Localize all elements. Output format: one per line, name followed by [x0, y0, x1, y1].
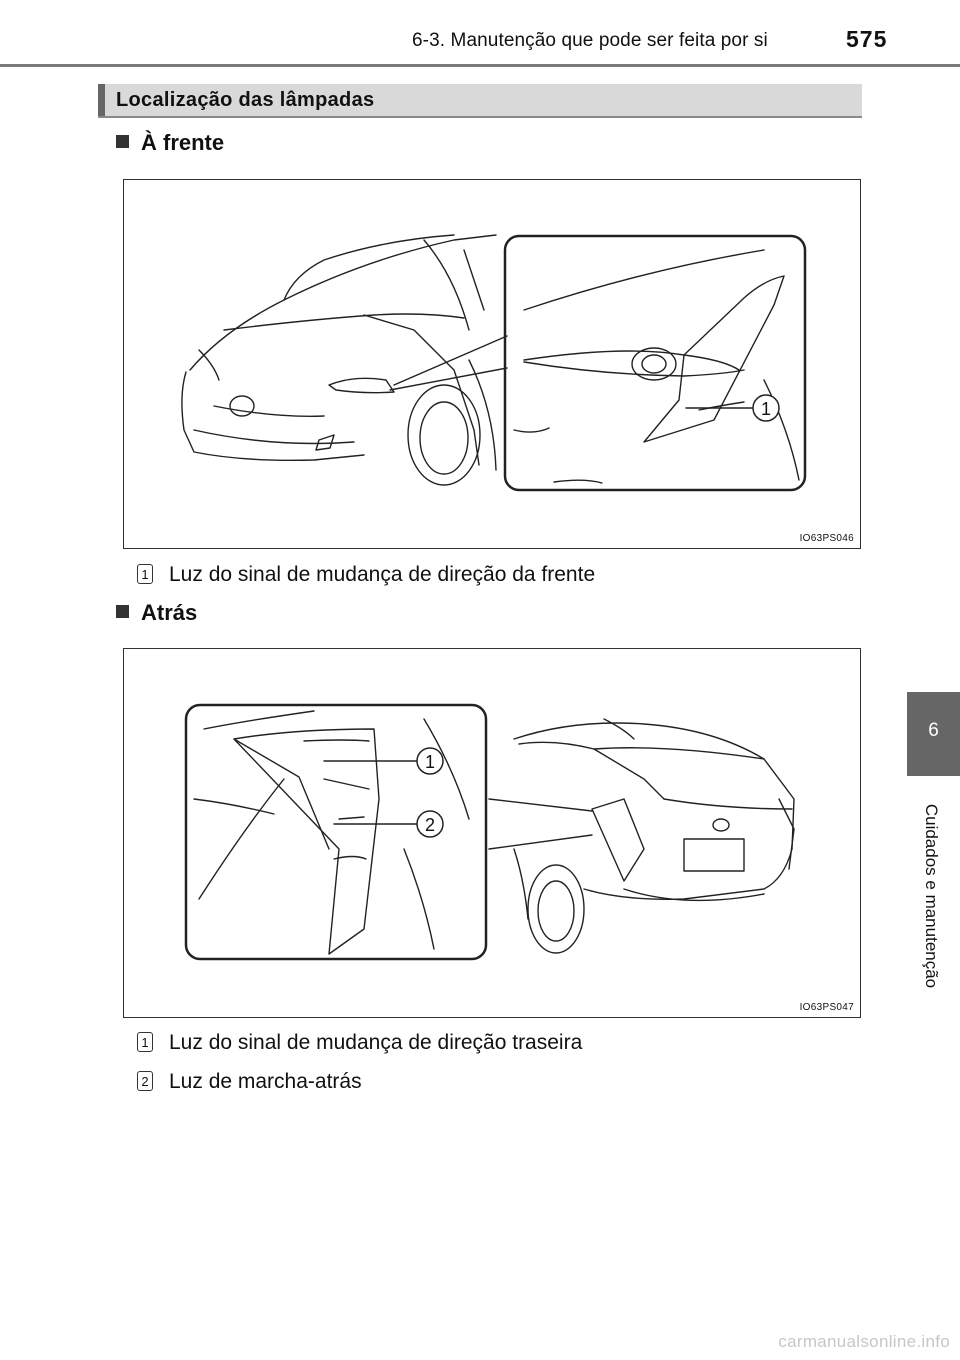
page-number: 575 [846, 26, 888, 52]
front-caption-1: 1 Luz do sinal de mudança de direção da f… [137, 563, 595, 587]
front-callout-1-circle [752, 394, 780, 422]
header-divider [0, 64, 960, 67]
section-heading-accent [98, 84, 105, 116]
square-bullet-icon [116, 135, 129, 148]
rear-callout-2-label: 2 [425, 815, 435, 835]
rear-figure-code: IO63PS047 [799, 1002, 854, 1013]
front-lamp-figure: 1 IO63PS046 [123, 179, 861, 549]
front-subheading: À frente [116, 130, 224, 156]
rear-caption-1: 1 Luz do sinal de mudança de direção tras… [137, 1031, 582, 1055]
header-section-title: 6-3. Manutenção que pode ser feita por s… [412, 30, 768, 51]
rear-lamp-figure: 1 2 IO63PS047 [123, 648, 861, 1018]
rear-callout-1-label: 1 [425, 752, 435, 772]
square-bullet-icon [116, 605, 129, 618]
chapter-tab: 6 [907, 692, 960, 776]
section-heading-bar: Localização das lâmpadas [98, 84, 862, 118]
front-car-illustration: 1 [181, 234, 807, 492]
front-callout-1-label: 1 [761, 399, 771, 419]
chapter-number: 6 [928, 720, 939, 741]
chapter-title-text: Cuidados e manutenção [922, 803, 941, 989]
rear-subheading: Atrás [116, 600, 197, 626]
rear-car-illustration: 1 2 [184, 703, 795, 961]
caption-number-badge: 1 [137, 564, 153, 584]
rear-caption-2: 2 Luz de marcha-atrás [137, 1070, 362, 1094]
caption-number-badge: 2 [137, 1071, 153, 1091]
section-title: Localização das lâmpadas [116, 89, 375, 111]
front-subheading-text: À frente [141, 130, 225, 155]
caption-number-badge: 1 [137, 1032, 153, 1052]
rear-callout-2-circle [416, 810, 444, 838]
chapter-title-vertical: Cuidados e manutenção [919, 788, 943, 1008]
rear-caption-1-text: Luz do sinal de mudança de direção trase… [169, 1031, 583, 1054]
rear-subheading-text: Atrás [141, 600, 198, 625]
front-figure-code: IO63PS046 [799, 533, 854, 544]
front-caption-1-text: Luz do sinal de mudança de direção da fr… [169, 563, 596, 586]
rear-callout-1-circle [416, 747, 444, 775]
watermark: carmanualsonline.info [778, 1332, 950, 1351]
rear-caption-2-text: Luz de marcha-atrás [169, 1070, 362, 1093]
